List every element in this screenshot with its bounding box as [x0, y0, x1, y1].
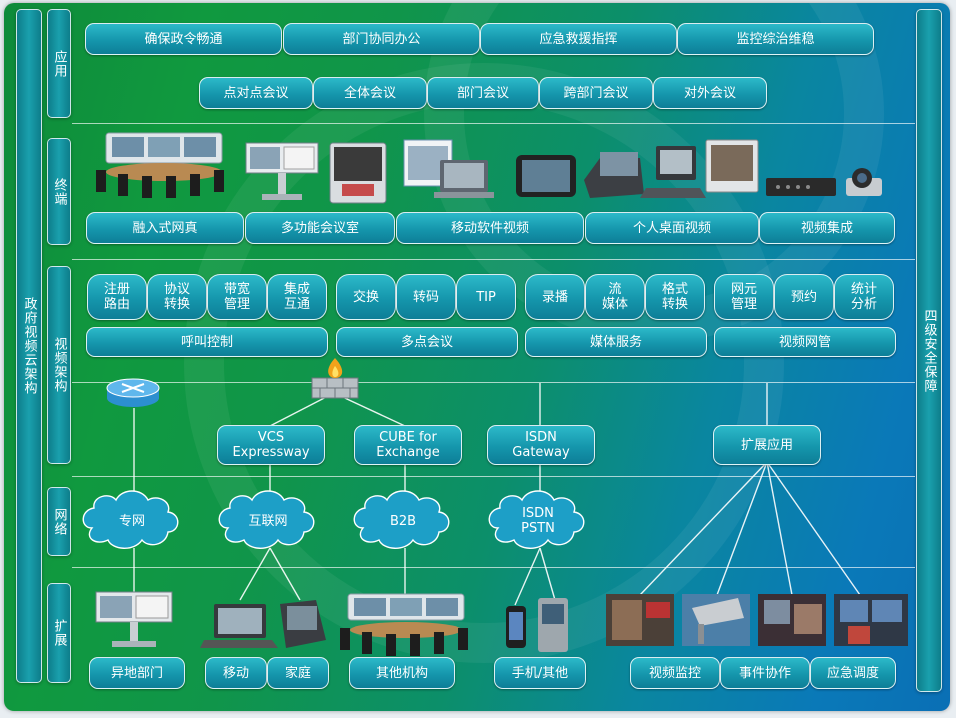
- meeting-pill: 点对点会议: [199, 77, 313, 109]
- meeting-pill: 对外会议: [653, 77, 767, 109]
- function-pill: 交换: [336, 274, 396, 320]
- function-pill: 集成 互通: [267, 274, 327, 320]
- meeting-pill: 全体会议: [313, 77, 427, 109]
- desktop-video-icon: [584, 139, 759, 198]
- extension-pill: 视频监控: [630, 657, 720, 689]
- right-title-bar: 四级安全保障: [916, 9, 942, 692]
- layer-label-terminal: 终端: [47, 138, 71, 245]
- function-pill: 带宽 管理: [207, 274, 267, 320]
- left-title-bar: 政府视频云架构: [16, 9, 42, 683]
- telepresence-room-icon: [96, 132, 224, 198]
- meeting-pill: 跨部门会议: [539, 77, 653, 109]
- extension-pill: 手机/其他: [494, 657, 586, 689]
- cloud-internet: 互联网: [248, 513, 288, 529]
- function-pill: 统计 分析: [834, 274, 894, 320]
- extension-pill: 移动: [205, 657, 267, 689]
- function-pill: 流 媒体: [585, 274, 645, 320]
- surveillance-photo-icon: [606, 594, 674, 646]
- multifunction-room-icon: [245, 142, 387, 204]
- gateway-pill: ISDN Gateway: [487, 425, 595, 465]
- router-icon: [106, 378, 160, 407]
- cloud-shape: [488, 490, 585, 549]
- phone-icon: [506, 598, 568, 652]
- function-pill: 格式 转换: [645, 274, 705, 320]
- layer-label-app: 应用: [47, 9, 71, 118]
- app-pill: 确保政令畅通: [85, 23, 282, 55]
- collaboration-photo-icon: [758, 594, 826, 646]
- terminal-pill: 个人桌面视频: [585, 212, 759, 244]
- dispatch-photo-icon: [834, 594, 908, 646]
- cloud-isdn-pstn: ISDN PSTN: [521, 506, 555, 536]
- service-pill: 呼叫控制: [86, 327, 328, 357]
- terminal-pill: 融入式网真: [86, 212, 244, 244]
- terminal-pill: 移动软件视频: [396, 212, 584, 244]
- cloud-private-network: 专网: [118, 513, 145, 529]
- function-pill: TIP: [456, 274, 516, 320]
- extension-pill: 应急调度: [810, 657, 896, 689]
- layer-divider: [72, 382, 915, 383]
- extension-pill: 异地部门: [89, 657, 185, 689]
- extension-pill: 事件协作: [720, 657, 810, 689]
- app-pill: 部门协同办公: [283, 23, 480, 55]
- layer-label-extension: 扩展: [47, 583, 71, 683]
- app-pill: 应急救援指挥: [480, 23, 677, 55]
- other-org-room-icon: [340, 593, 468, 656]
- function-pill: 网元 管理: [714, 274, 774, 320]
- cloud-shape: [353, 490, 450, 549]
- function-pill: 注册 路由: [87, 274, 147, 320]
- cloud-b2b: B2B: [389, 513, 417, 529]
- layer-label-network: 网络: [47, 487, 71, 556]
- camera-photo-icon: [682, 594, 750, 646]
- function-pill: 录播: [525, 274, 585, 320]
- terminal-pill: 视频集成: [759, 212, 895, 244]
- cloud-shape: [218, 490, 315, 549]
- function-pill: 协议 转换: [147, 274, 207, 320]
- video-integration-icon: [766, 168, 882, 196]
- gateway-pill: 扩展应用: [713, 425, 821, 465]
- firewall-icon: [311, 358, 359, 399]
- layer-divider: [72, 567, 915, 568]
- function-pill: 转码: [396, 274, 456, 320]
- service-pill: 媒体服务: [525, 327, 707, 357]
- gateway-pill: CUBE for Exchange: [354, 425, 462, 465]
- home-videophone-icon: [280, 600, 326, 648]
- extension-pill: 家庭: [267, 657, 329, 689]
- gateway-pill: VCS Expressway: [217, 425, 325, 465]
- cloud-shape: [82, 490, 179, 549]
- laptop-icon: [200, 604, 278, 648]
- service-pill: 视频网管: [714, 327, 896, 357]
- meeting-pill: 部门会议: [427, 77, 539, 109]
- function-pill: 预约: [774, 274, 834, 320]
- terminal-pill: 多功能会议室: [245, 212, 395, 244]
- service-pill: 多点会议: [336, 327, 518, 357]
- layer-divider: [72, 259, 915, 260]
- mobile-software-video-icon: [403, 139, 576, 198]
- extension-pill: 其他机构: [349, 657, 455, 689]
- layer-divider: [72, 476, 915, 477]
- layer-divider: [72, 123, 915, 124]
- layer-label-video: 视频架构: [47, 266, 71, 464]
- app-pill: 监控综治维稳: [677, 23, 874, 55]
- remote-dept-device-icon: [95, 591, 173, 647]
